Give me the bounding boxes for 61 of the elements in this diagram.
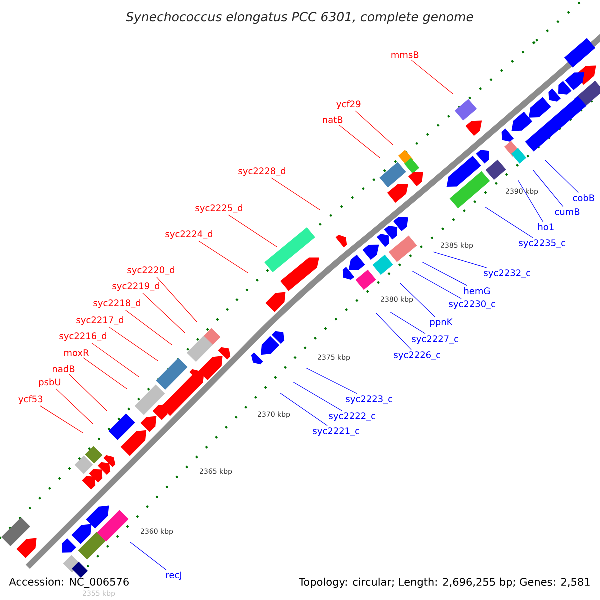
gene-label: ppnK: [430, 318, 453, 328]
leader-line: [338, 124, 380, 158]
leader-line: [412, 270, 462, 300]
gene-label: syc2235_c: [519, 240, 566, 248]
gene-label: syc2221_c: [313, 428, 360, 436]
gene-label: cumB: [555, 208, 580, 216]
gene-label: syc2216_d: [60, 332, 106, 342]
accession-text: Accession: NC_006576: [9, 578, 129, 588]
gene-label: syc2227_c: [412, 336, 458, 344]
gene-label: syc2219_d: [112, 282, 160, 292]
gene-label: syc2224_d: [166, 230, 212, 240]
leader-line: [422, 262, 468, 286]
gene-label: moxR: [64, 350, 90, 356]
leader-line: [292, 382, 342, 412]
gene-label: syc2222_c: [329, 412, 376, 422]
gene-label: syc2230_c: [449, 300, 496, 310]
gene-label: psbU: [39, 378, 61, 388]
leader-line: [108, 326, 158, 362]
leader-line: [306, 368, 358, 394]
leader-line: [411, 60, 454, 94]
gene-label: syc2218_d: [94, 300, 140, 308]
gene-label: ycf29: [336, 100, 361, 110]
gene-label: cobB: [573, 194, 594, 202]
leader-line: [130, 542, 167, 570]
leader-line: [544, 160, 579, 194]
leader-line: [532, 170, 564, 208]
gene-label: hemG: [464, 288, 490, 294]
leader-line: [390, 312, 426, 334]
leader-line: [518, 180, 544, 222]
leader-line: [83, 358, 128, 390]
gene-label: nadB: [53, 366, 75, 372]
gene-label: natB: [323, 116, 343, 124]
leader-line: [432, 252, 488, 268]
leader-line: [376, 312, 412, 350]
leader-line: [156, 276, 198, 322]
gene-label: mmsB: [392, 52, 419, 58]
leader-line: [125, 310, 172, 346]
leader-line: [280, 392, 328, 426]
gene-label: syc2228_d: [238, 168, 286, 176]
gene-label: ho1: [538, 224, 554, 230]
leader-line: [68, 374, 108, 412]
gene-label: ycf53: [18, 396, 43, 404]
leader-line: [228, 214, 278, 248]
leader-line: [355, 110, 394, 146]
gene-label: syc2232_c: [484, 270, 530, 278]
leader-line: [484, 206, 534, 238]
leader-line: [92, 342, 140, 378]
title: Synechococcus elongatus PCC 6301, complete genome: [126, 12, 474, 24]
leader-line: [56, 388, 94, 424]
gene-label: syc2226_c: [394, 352, 440, 360]
leader-line: [198, 240, 248, 274]
leader-line: [142, 292, 186, 334]
topology-text: Topology: circular; Length: 2,696,255 bp; Genes: 2,581: [299, 578, 590, 588]
gene-label: recJ: [166, 572, 182, 580]
leader-line: [271, 178, 320, 210]
gene-label: syc2220_d: [128, 266, 174, 276]
leader-line: [400, 282, 436, 318]
gene-label: syc2217_d: [76, 316, 124, 326]
gene-label: syc2223_c: [346, 396, 392, 404]
leader-line: [40, 406, 84, 434]
gene-label: syc2225_d: [196, 204, 242, 214]
